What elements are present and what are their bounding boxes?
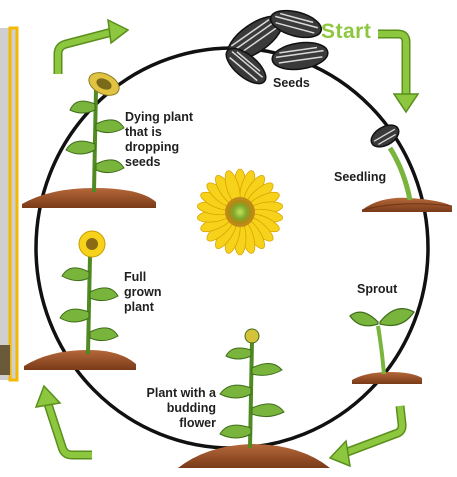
label-seeds: Seeds (273, 76, 310, 91)
side-panel-frame (0, 28, 17, 380)
top-left-arrow (58, 20, 128, 74)
label-dying-line-4: seeds (125, 155, 193, 170)
full-grown-plant-illustration (24, 231, 136, 370)
sprout-illustration (350, 309, 422, 384)
label-budding-line-2: budding (136, 401, 216, 416)
label-dying-line-2: that is (125, 125, 193, 140)
label-seedling: Seedling (334, 170, 386, 185)
center-sunflower-illustration (197, 169, 284, 255)
label-dying-line-1: Dying plant (125, 110, 193, 125)
start-arrow (378, 34, 418, 112)
label-budding-line-3: flower (136, 416, 216, 431)
label-full-grown-line-1: Full (124, 270, 162, 285)
label-budding-line-1: Plant with a (126, 386, 216, 401)
label-budding: Plant with a budding flower (136, 386, 216, 431)
label-sprout: Sprout (357, 282, 397, 297)
bottom-left-arrow (36, 386, 92, 455)
label-full-grown: Full grown plant (124, 270, 162, 315)
seedling-illustration (362, 121, 452, 212)
label-dying-line-3: dropping (125, 140, 193, 155)
label-full-grown-line-2: grown (124, 285, 162, 300)
start-label: Start (321, 20, 371, 44)
sunflower-center (228, 200, 252, 224)
label-dying: Dying plant that is dropping seeds (125, 110, 193, 170)
label-full-grown-line-3: plant (124, 300, 162, 315)
